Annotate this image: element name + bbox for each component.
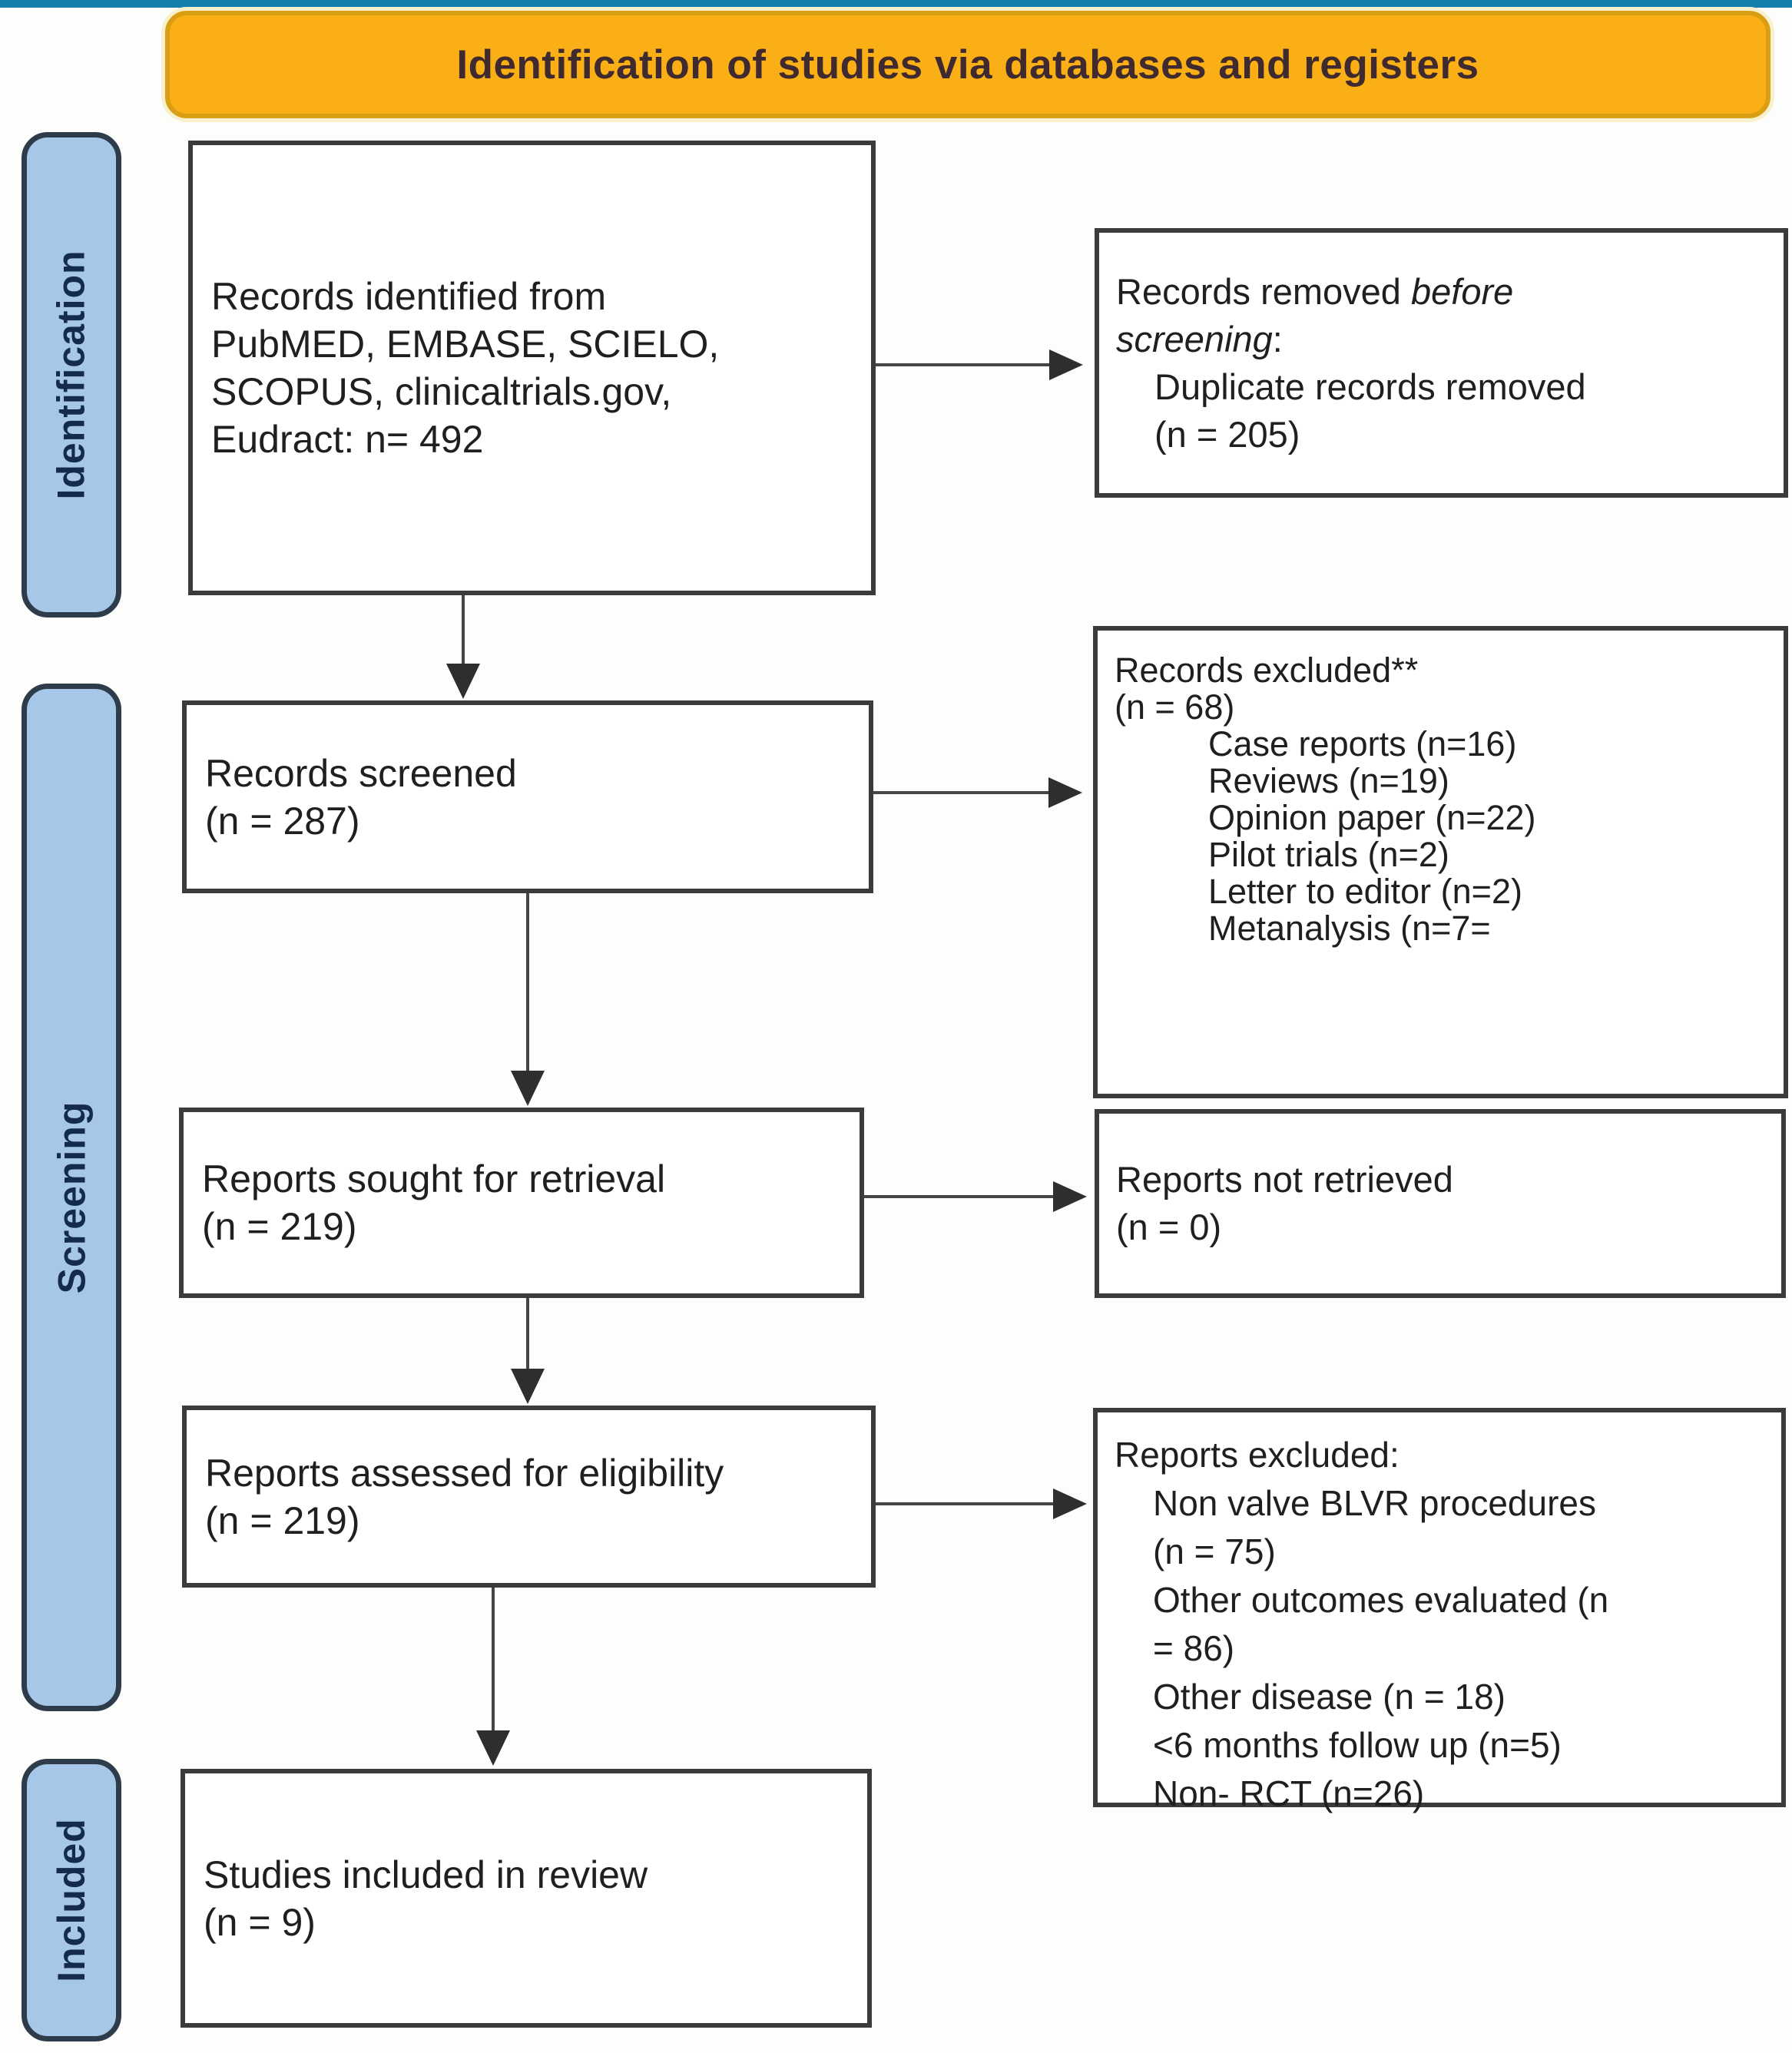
box-line-italic: before: [1411, 270, 1514, 312]
stage-label-identification: Identification: [50, 250, 94, 500]
box-line: Pilot trials (n=2): [1208, 835, 1449, 874]
box-line: Reports excluded:: [1115, 1435, 1399, 1475]
box-line: (n = 205): [1154, 413, 1300, 455]
arrow-stem: [462, 595, 465, 665]
arrow-head: [1053, 1488, 1087, 1519]
arrow-head: [1049, 349, 1083, 380]
box-line: Reports assessed for eligibility: [205, 1451, 724, 1495]
title-banner-label: Identification of studies via databases …: [456, 41, 1479, 88]
box-line: <6 months follow up (n=5): [1153, 1725, 1562, 1765]
box-line: (n = 219): [202, 1205, 357, 1248]
box-line: (n = 287): [205, 799, 360, 843]
arrow-head: [511, 1369, 545, 1404]
box-line: Other disease (n = 18): [1153, 1677, 1505, 1717]
box-line: (n = 68): [1115, 687, 1235, 727]
box-line: Reports not retrieved: [1116, 1159, 1453, 1200]
box-line: Eudract: n= 492: [211, 418, 484, 461]
box-line: (n = 0): [1116, 1207, 1222, 1247]
arrow-stem: [876, 1502, 1053, 1505]
box-line: (n = 75): [1153, 1531, 1276, 1571]
box-line: Reviews (n=19): [1208, 761, 1449, 800]
box-reports-assessed: Reports assessed for eligibility (n = 21…: [182, 1406, 876, 1588]
box-reports-not-retrieved: Reports not retrieved (n = 0): [1095, 1109, 1786, 1298]
box-line: Records identified from: [211, 275, 607, 318]
box-line-text: :: [1272, 318, 1283, 359]
title-banner: Identification of studies via databases …: [165, 11, 1770, 118]
stage-label-screening: Screening: [50, 1101, 93, 1294]
box-line: Opinion paper (n=22): [1208, 798, 1536, 837]
top-accent-bar: [0, 0, 1792, 8]
box-line: (n = 219): [205, 1498, 360, 1542]
box-line: Letter to editor (n=2): [1208, 872, 1522, 911]
box-line: screening:: [1116, 316, 1776, 363]
arrow-stem: [864, 1195, 1053, 1198]
arrow-stem: [492, 1588, 495, 1732]
arrow-head: [476, 1730, 510, 1766]
arrow-stem: [876, 363, 1049, 366]
stage-pill-screening: Screening: [22, 684, 121, 1711]
stage-pill-identification: Identification: [22, 132, 121, 618]
arrow-stem: [526, 893, 529, 1072]
box-reports-sought: Reports sought for retrieval (n = 219): [179, 1108, 864, 1298]
box-line: Reports sought for retrieval: [202, 1157, 666, 1200]
arrow-head: [511, 1071, 545, 1106]
box-records-screened: Records screened (n = 287): [182, 700, 873, 893]
stage-label-included: Included: [50, 1818, 94, 1982]
box-line: = 86): [1153, 1628, 1235, 1668]
box-reports-excluded: Reports excluded: Non valve BLVR procedu…: [1093, 1408, 1786, 1813]
box-line: Case reports (n=16): [1208, 724, 1517, 763]
box-line: SCOPUS, clinicaltrials.gov,: [211, 370, 672, 413]
box-line: Non- RCT (n=26): [1153, 1773, 1425, 1813]
arrow-head: [446, 664, 480, 699]
box-line: Non valve BLVR procedures: [1153, 1483, 1596, 1523]
box-line: Records screened: [205, 751, 517, 795]
box-records-removed-before-screening: Records removed before screening: Duplic…: [1095, 228, 1788, 498]
box-line: Other outcomes evaluated (n: [1153, 1580, 1609, 1620]
box-line: Duplicate records removed: [1154, 366, 1586, 407]
box-records-excluded: Records excluded** (n = 68) Case reports…: [1093, 626, 1788, 1098]
arrow-stem: [873, 791, 1048, 794]
box-line: PubMED, EMBASE, SCIELO,: [211, 323, 720, 366]
box-line: Studies included in review: [204, 1853, 648, 1896]
stage-pill-included: Included: [22, 1759, 121, 2041]
arrow-head: [1048, 777, 1082, 808]
box-line-italic: screening: [1116, 318, 1273, 359]
arrow-stem: [526, 1298, 529, 1370]
arrow-head: [1053, 1181, 1087, 1212]
box-records-identified: Records identified from PubMED, EMBASE, …: [188, 141, 876, 595]
box-line: Metanalysis (n=7=: [1208, 909, 1491, 948]
box-line: Records excluded**: [1115, 651, 1419, 690]
box-line-text: Records removed: [1116, 270, 1411, 312]
box-studies-included: Studies included in review (n = 9): [181, 1769, 872, 2028]
box-line: (n = 9): [204, 1900, 316, 1944]
box-line: Records removed before: [1116, 268, 1776, 316]
